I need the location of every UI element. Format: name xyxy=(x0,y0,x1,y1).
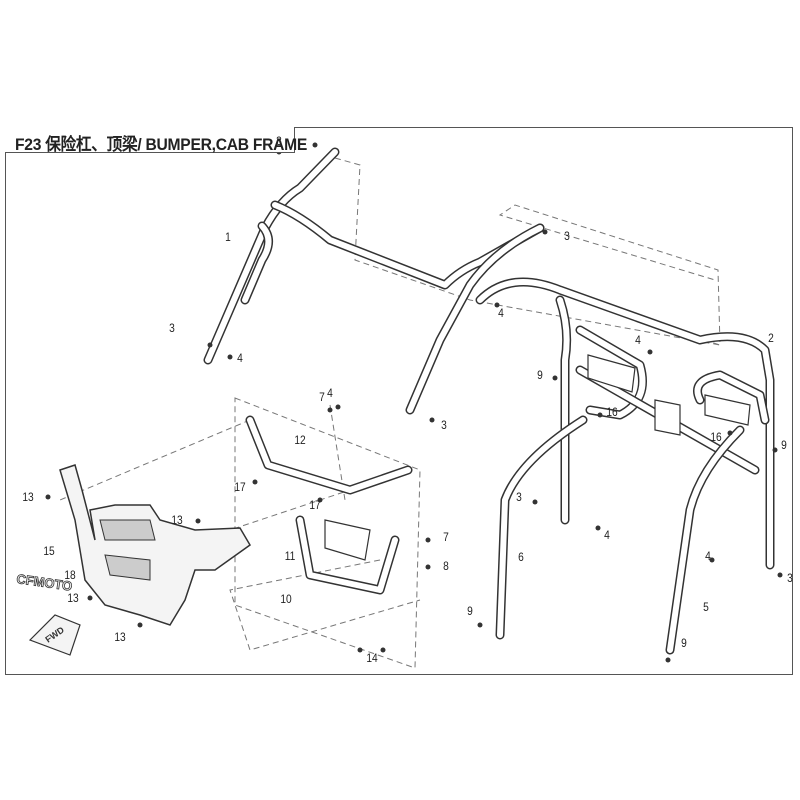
callout-5[interactable]: 5 xyxy=(703,600,709,614)
diagram-frame xyxy=(5,127,793,675)
callout-9[interactable]: 9 xyxy=(537,368,543,382)
callout-3[interactable]: 3 xyxy=(564,229,570,243)
front-cab-frame-crossbar-inner xyxy=(272,202,543,288)
callout-6[interactable]: 6 xyxy=(518,550,524,564)
callout-15[interactable]: 15 xyxy=(43,544,55,558)
bumper-bracket-11-inner xyxy=(297,517,398,593)
callout-7[interactable]: 7 xyxy=(443,530,449,544)
callout-7[interactable]: 7 xyxy=(319,390,325,404)
callout-4[interactable]: 4 xyxy=(635,333,641,347)
fastener-icon xyxy=(252,479,258,485)
fastener-icon xyxy=(597,412,603,418)
front-cab-frame-right-leg xyxy=(405,223,545,415)
support-tube-5 xyxy=(665,425,745,655)
callout-9[interactable]: 9 xyxy=(781,438,787,452)
fwd-arrow-icon xyxy=(28,614,81,656)
fastener-icon xyxy=(380,647,386,653)
fastener-icon xyxy=(542,229,548,235)
fastener-icon xyxy=(777,572,783,578)
fastener-icon xyxy=(312,142,318,148)
fastener-icon xyxy=(532,499,538,505)
callout-9[interactable]: 9 xyxy=(467,604,473,618)
assembly-dashed-line xyxy=(334,157,721,346)
fastener-icon xyxy=(429,417,435,423)
fastener-icon xyxy=(595,525,601,531)
callout-3[interactable]: 3 xyxy=(787,571,793,585)
callout-4[interactable]: 4 xyxy=(327,386,333,400)
callout-13[interactable]: 13 xyxy=(114,630,126,644)
fastener-icon xyxy=(327,407,333,413)
front-bumper-guard-15 xyxy=(59,464,251,626)
rear-plate-left xyxy=(587,354,636,393)
support-tube-5-inner xyxy=(667,427,743,653)
fastener-icon xyxy=(317,497,323,503)
callout-9[interactable]: 9 xyxy=(681,636,687,650)
fastener-icon xyxy=(425,564,431,570)
fastener-icon xyxy=(647,349,653,355)
mounting-plate xyxy=(324,519,371,561)
fastener-icon xyxy=(494,302,500,308)
fastener-icon xyxy=(227,354,233,360)
rear-cab-frame-top-rail xyxy=(475,277,775,570)
rear-cab-frame-right-loop-inner xyxy=(694,372,768,423)
cross-plate xyxy=(654,399,681,436)
callout-1[interactable]: 1 xyxy=(225,230,231,244)
rear-cab-frame-top-rail-inner xyxy=(477,279,773,568)
front-cab-frame-left-leg xyxy=(203,147,340,365)
bumper-grille xyxy=(99,519,156,581)
callout-16[interactable]: 16 xyxy=(710,430,722,444)
rear-cab-frame-left-loop-inner xyxy=(577,327,646,418)
callout-4[interactable]: 4 xyxy=(498,306,504,320)
rear-plate-right xyxy=(704,394,751,426)
callout-4[interactable]: 4 xyxy=(604,528,610,542)
callout-3[interactable]: 3 xyxy=(276,134,282,148)
diagram-title: F23 保险杠、顶梁/ BUMPER,CAB FRAME xyxy=(15,135,308,154)
callout-10[interactable]: 10 xyxy=(280,592,292,606)
callout-4[interactable]: 4 xyxy=(705,549,711,563)
front-cab-frame-brace-inner xyxy=(242,223,272,303)
callout-13[interactable]: 13 xyxy=(67,591,79,605)
callout-14[interactable]: 14 xyxy=(366,651,378,665)
callout-3[interactable]: 3 xyxy=(169,321,175,335)
fastener-icon xyxy=(552,375,558,381)
callout-4[interactable]: 4 xyxy=(237,351,243,365)
callout-11[interactable]: 11 xyxy=(284,549,296,563)
front-cab-frame-left-leg-inner xyxy=(205,149,338,363)
title-box: F23 保险杠、顶梁/ BUMPER,CAB FRAME xyxy=(5,127,307,154)
rear-cab-frame-left-leg-inner xyxy=(557,297,570,523)
callout-3[interactable]: 3 xyxy=(516,490,522,504)
fastener-icon xyxy=(727,430,733,436)
callout-16[interactable]: 16 xyxy=(606,405,618,419)
fastener-icon xyxy=(357,647,363,653)
fastener-icon xyxy=(425,537,431,543)
callout-13[interactable]: 13 xyxy=(22,490,34,504)
fastener-icon xyxy=(709,557,715,563)
fastener-icon xyxy=(137,622,143,628)
callout-3[interactable]: 3 xyxy=(441,418,447,432)
callout-18[interactable]: 18 xyxy=(64,568,76,582)
assembly-dashed-line xyxy=(234,397,421,669)
callout-13[interactable]: 13 xyxy=(171,513,183,527)
fastener-icon xyxy=(772,447,778,453)
fastener-icon xyxy=(195,518,201,524)
callout-17[interactable]: 17 xyxy=(234,480,246,494)
fastener-icon xyxy=(335,404,341,410)
front-cab-frame-right-leg-inner xyxy=(407,225,543,413)
assembly-dashed-line xyxy=(229,559,421,651)
callout-17[interactable]: 17 xyxy=(309,498,321,512)
callout-2[interactable]: 2 xyxy=(768,331,774,345)
callout-8[interactable]: 8 xyxy=(443,559,449,573)
assembly-dashed-line xyxy=(59,419,251,501)
fastener-icon xyxy=(665,657,671,663)
front-bumper-bar-12-inner xyxy=(247,417,411,493)
callout-12[interactable]: 12 xyxy=(294,433,306,447)
fastener-icon xyxy=(45,494,51,500)
fastener-icon xyxy=(87,595,93,601)
fastener-icon xyxy=(477,622,483,628)
support-tube-6-inner xyxy=(497,417,586,638)
fastener-icon xyxy=(207,342,213,348)
